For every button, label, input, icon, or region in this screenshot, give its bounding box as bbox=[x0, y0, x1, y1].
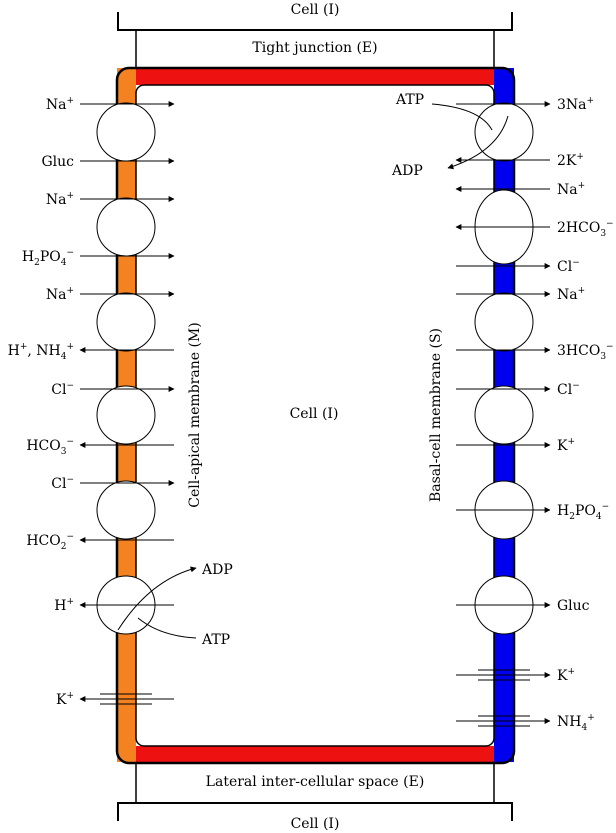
basal-cl-2-label: Cl− bbox=[557, 381, 580, 398]
apical-h2po4-label: H2PO4− bbox=[22, 248, 74, 268]
apical-gluc-label: Gluc bbox=[41, 154, 74, 170]
basal-2hco3-label: 2HCO3− bbox=[557, 219, 614, 239]
basal-3hco3-label: 3HCO3− bbox=[557, 342, 614, 362]
apical-atp-label: ATP bbox=[201, 632, 230, 648]
tight-junction-label: Tight junction (E) bbox=[252, 40, 377, 56]
basal-k-channel-label: K+ bbox=[557, 667, 575, 684]
apical-transporter-4 bbox=[96, 385, 156, 445]
apical-transporter-2 bbox=[96, 197, 156, 257]
bottom-cell-label: Cell (I) bbox=[291, 816, 340, 832]
ion-channels bbox=[100, 669, 530, 727]
tight-junction-top bbox=[136, 68, 494, 85]
basal-h2po4-label: H2PO4− bbox=[557, 502, 609, 522]
basal-membrane-label: Basal-cell membrane (S) bbox=[428, 328, 444, 502]
basal-na-2-label: Na+ bbox=[557, 286, 585, 303]
basal-atpase bbox=[474, 102, 534, 162]
apical-na-3-label: Na+ bbox=[46, 286, 74, 303]
basal-transporter-3 bbox=[474, 385, 534, 445]
basal-transporter-2 bbox=[474, 292, 534, 352]
top-cell-label: Cell (I) bbox=[291, 2, 340, 18]
apical-na-2-label: Na+ bbox=[46, 191, 74, 208]
basal-adp-label: ADP bbox=[391, 163, 423, 179]
tight-junction-bottom bbox=[136, 746, 494, 763]
apical-adp-arrow bbox=[117, 566, 197, 631]
basal-nh4-label: NH4+ bbox=[557, 713, 595, 733]
basal-ion-fluxes: 3Na+ 2K+ Na+ 2HCO3− Cl− Na+ 3HCO3− Cl− K+ H2PO4− G… bbox=[455, 96, 614, 733]
apical-membrane-label: Cell-apical membrane (M) bbox=[187, 322, 203, 507]
basal-gluc-label: Gluc bbox=[557, 598, 590, 614]
apical-transporter-3 bbox=[96, 292, 156, 352]
apical-adp-label: ADP bbox=[201, 562, 233, 578]
basal-cl-1-label: Cl− bbox=[557, 258, 580, 275]
basal-na-1-label: Na+ bbox=[557, 181, 585, 198]
top-cell-outline bbox=[117, 12, 513, 31]
apical-atp-curve bbox=[137, 617, 197, 639]
apical-transporter-5 bbox=[96, 480, 156, 540]
transporters bbox=[96, 102, 534, 635]
basal-2k-label: 2K+ bbox=[557, 152, 584, 169]
apical-na-1-label: Na+ bbox=[46, 96, 74, 113]
apical-h-label: H+ bbox=[54, 597, 74, 614]
apical-transporter-1 bbox=[96, 102, 156, 162]
basal-atp-label: ATP bbox=[395, 92, 424, 108]
apical-h-nh4-label: H+, NH4+ bbox=[8, 342, 74, 362]
basal-k-label: K+ bbox=[557, 437, 575, 454]
apical-k-label: K+ bbox=[56, 691, 74, 708]
apical-hco2-label: HCO2− bbox=[26, 532, 74, 552]
center-cell-label: Cell (I) bbox=[290, 406, 339, 422]
apical-cl-1-label: Cl− bbox=[51, 381, 74, 398]
basal-atp-curve bbox=[431, 103, 493, 131]
basal-3na-label: 3Na+ bbox=[557, 96, 594, 113]
apical-hco3-label: HCO3− bbox=[26, 437, 74, 457]
basal-adp-arrow bbox=[447, 115, 509, 170]
bottom-cell-outline bbox=[117, 802, 513, 821]
apical-cl-2-label: Cl− bbox=[51, 475, 74, 492]
lateral-space-label: Lateral inter-cellular space (E) bbox=[206, 774, 425, 790]
